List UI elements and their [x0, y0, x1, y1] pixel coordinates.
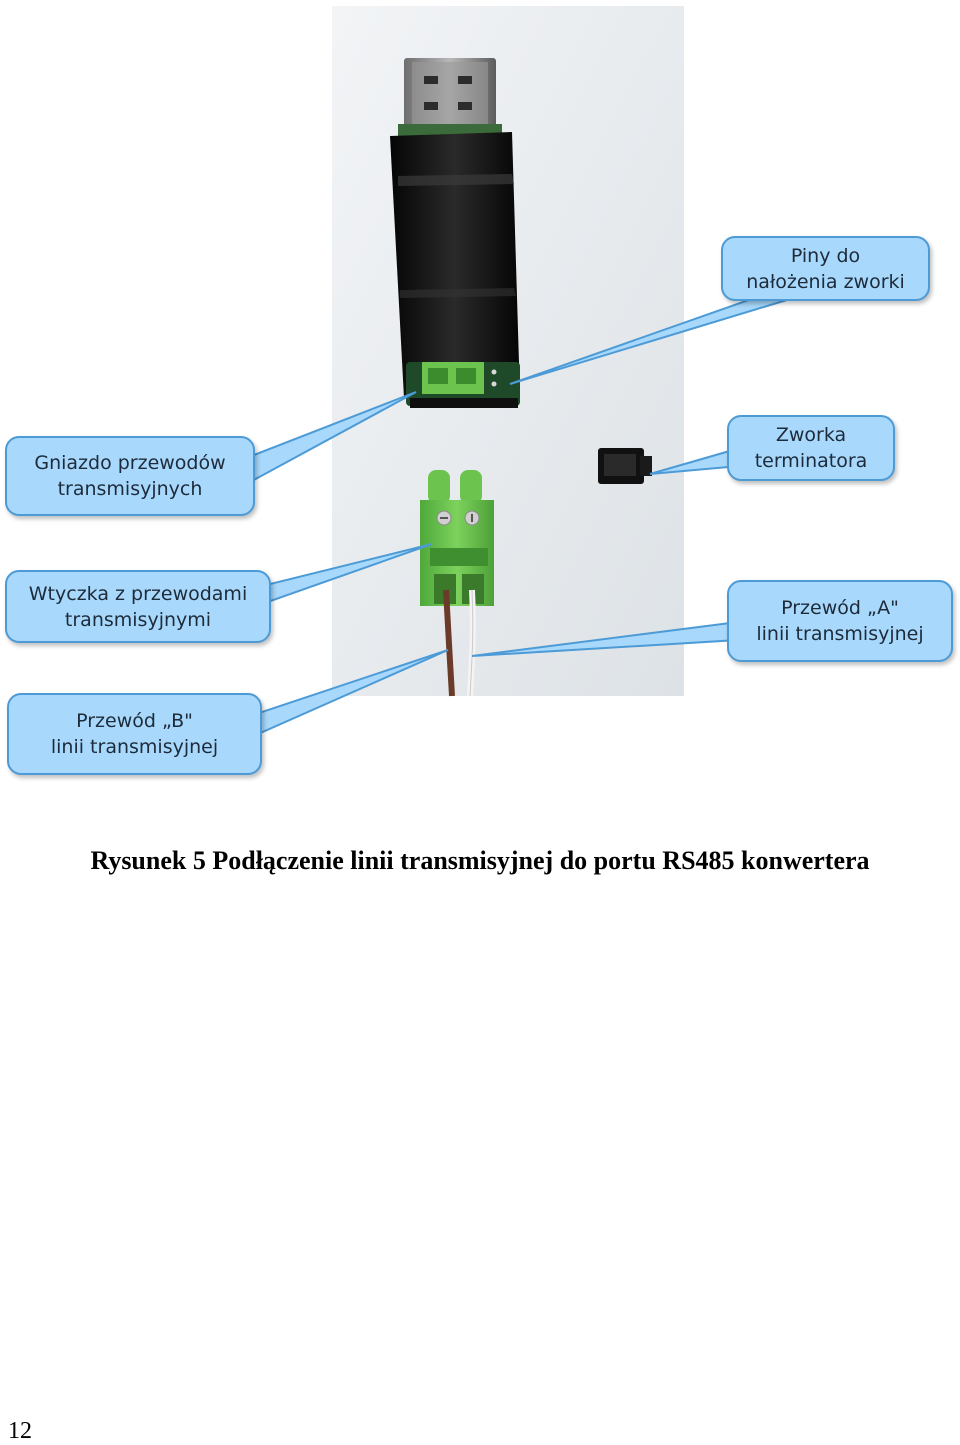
callout-piny-line1: Piny do [790, 244, 861, 267]
callout-gniazdo-line2: transmisyjnych [57, 478, 203, 500]
callout-wtyczka: Wtyczka z przewodami transmisyjnymi [5, 570, 271, 643]
callout-przewod-a: Przewód „A" linii transmisyjnej [727, 580, 953, 662]
usb-plug [398, 58, 502, 138]
terminator-jumper [598, 448, 652, 484]
callout-przewod-b-line1: Przewód „B" [76, 710, 193, 732]
figure-caption: Rysunek 5 Podłączenie linii transmisyjne… [90, 846, 870, 875]
callout-zworka-line2: terminatora [754, 450, 868, 472]
transmission-wires [443, 589, 476, 697]
board-socket [422, 362, 497, 394]
callout-piny: Piny do nałożenia zworki [721, 236, 930, 301]
callout-przewod-b-line2: linii transmisyjnej [50, 736, 219, 758]
converter-body [390, 132, 520, 408]
callout-zworka: Zworka terminatora [727, 415, 895, 481]
callout-przewod-b: Przewód „B" linii transmisyjnej [7, 693, 262, 775]
page-number: 12 [8, 1418, 32, 1444]
callout-przewod-a-line2: linii transmisyjnej [756, 623, 924, 645]
callout-piny-line2: nałożenia zworki [746, 270, 905, 293]
callout-wtyczka-line1: Wtyczka z przewodami [28, 582, 248, 605]
callout-zworka-line1: Zworka [775, 424, 847, 446]
callout-przewod-a-line1: Przewód „A" [781, 597, 899, 619]
callout-wtyczka-line2: transmisyjnymi [64, 608, 212, 631]
green-plug [420, 470, 494, 606]
figure-photo [234, 6, 801, 736]
callout-gniazdo: Gniazdo przewodów transmisyjnych [5, 436, 255, 516]
callout-gniazdo-line1: Gniazdo przewodów [34, 452, 226, 474]
